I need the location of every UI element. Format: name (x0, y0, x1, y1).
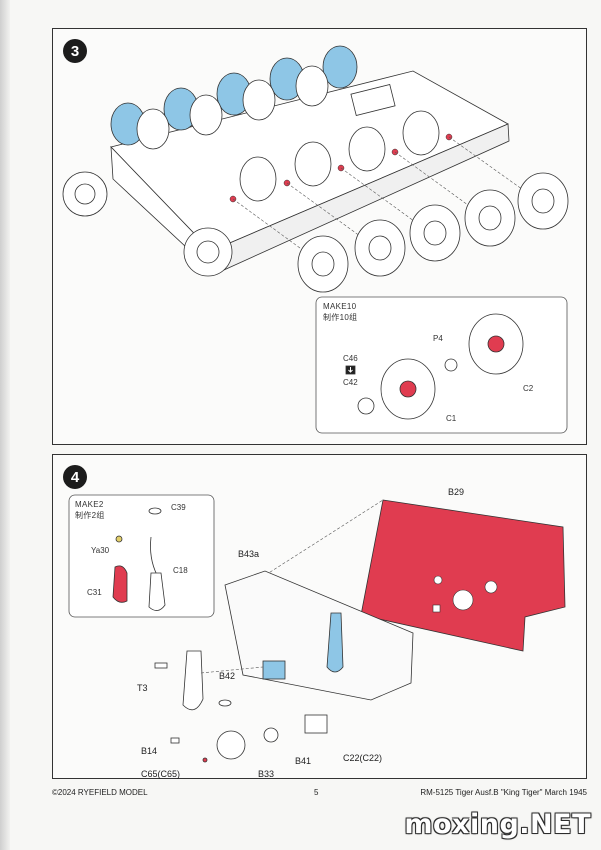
label-b42: B42 (219, 671, 235, 681)
part-b42 (218, 699, 232, 707)
make-10-inset-art (345, 313, 524, 420)
footer-copyright: ©2024 RYEFIELD MODEL (52, 788, 148, 797)
cap-part (357, 397, 375, 415)
label-c42: C42 (343, 378, 358, 387)
step-4-rear-plate-diagram: MAKE2 制作2组 C39 Ya30 C18 C31 (68, 487, 566, 779)
wheel-c1-hub (399, 380, 417, 398)
wheel-c2-hub (487, 335, 505, 353)
middle-road-wheel (189, 94, 223, 136)
label-c22: C22(C22) (343, 753, 382, 763)
make-2-inset-art (112, 507, 166, 611)
middle-road-wheel (136, 108, 170, 150)
hull-hatch (350, 84, 396, 116)
label-b41: B41 (295, 756, 311, 766)
label-b33: B33 (258, 769, 274, 779)
footer-product: RM-5125 Tiger Ausf.B "King Tiger" March … (420, 788, 587, 797)
label-b29: B29 (448, 487, 464, 497)
label-p4: P4 (433, 334, 443, 343)
plate-b29-slot (432, 604, 441, 613)
drive-sprocket-left-hub (74, 183, 96, 205)
scanned-page-edge (0, 0, 10, 850)
label-ya30: Ya30 (91, 546, 110, 555)
label-c2: C2 (523, 384, 534, 393)
ring-ya30 (115, 535, 123, 543)
loose-road-wheels-group (297, 172, 569, 293)
part-c65 (202, 757, 208, 763)
part-t3 (154, 662, 168, 669)
part-b33 (216, 730, 246, 760)
label-c65: C65(C65) (141, 769, 180, 779)
step-4-panel: 4 MAKE2 制作2组 C39 Ya30 C18 C31 (52, 454, 587, 779)
step-3-panel: 3 (52, 28, 587, 445)
spacer-p4 (444, 358, 458, 372)
plate-b29-hole (433, 575, 443, 585)
step-4-number: 4 (63, 465, 87, 489)
label-c39: C39 (171, 503, 186, 512)
rear-road-wheels-group (110, 45, 358, 146)
plate-b29-hole (452, 589, 474, 611)
rear-road-wheel (322, 45, 358, 89)
page-footer: ©2024 RYEFIELD MODEL 5 RM-5125 Tiger Aus… (52, 788, 587, 802)
middle-road-wheel (295, 65, 329, 107)
label-b14: B14 (141, 746, 157, 756)
make-2-subtitle: 制作2组 (75, 510, 105, 520)
part-b14 (170, 737, 180, 744)
label-b43a: B43a (238, 549, 259, 559)
make-2-inset-box (68, 494, 215, 618)
watermark-logo: moxing.NET (404, 809, 591, 840)
middle-road-wheels-group (136, 65, 329, 150)
mount-blue-left (262, 660, 286, 680)
label-c1: C1 (446, 414, 457, 423)
make-10-title: MAKE10 (323, 302, 357, 311)
assembly-guide-lines (232, 136, 534, 260)
middle-road-wheel (242, 79, 276, 121)
mounted-road-wheel (239, 156, 277, 202)
label-t3: T3 (137, 683, 148, 693)
make-2-title: MAKE2 (75, 500, 104, 509)
label-c18: C18 (173, 566, 188, 575)
drive-sprocket-front-hub (196, 240, 220, 264)
make-10-subtitle: 制作10组 (323, 312, 357, 322)
step-3-hull-wheel-diagram: MAKE10 制作10组 C46 C42 P4 C2 C1 (62, 45, 569, 434)
part-b41 (263, 727, 279, 743)
exhaust-c18 (148, 572, 166, 611)
mounted-road-wheels-group (239, 110, 440, 202)
shield-c31 (112, 565, 128, 603)
exhaust-assembly-left (182, 650, 204, 711)
label-c31: C31 (87, 588, 102, 597)
step-3-number: 3 (63, 39, 87, 63)
plate-b29-hole (484, 580, 498, 594)
mounted-road-wheel (348, 126, 386, 172)
label-c46: C46 (343, 354, 358, 363)
mounted-road-wheel (294, 141, 332, 187)
part-c22 (304, 714, 328, 734)
exhaust-blue-right (326, 612, 344, 673)
cap-c39 (148, 507, 162, 515)
footer-page-number: 5 (314, 788, 319, 797)
mounted-road-wheel (402, 110, 440, 156)
